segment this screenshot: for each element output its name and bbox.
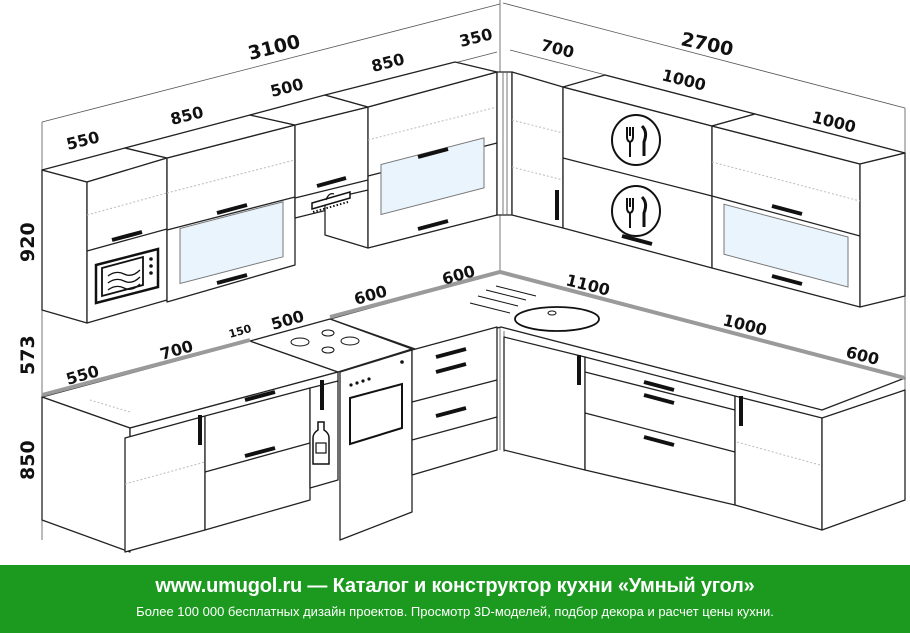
glass-panel: [723, 203, 849, 288]
oven-icon: [349, 360, 404, 446]
dim-upper-350: 350: [457, 24, 494, 51]
handle: [244, 390, 276, 402]
dim-height-850: 850: [17, 440, 39, 480]
dim-height-920: 920: [17, 222, 39, 262]
microwave-icon: [94, 247, 160, 305]
dim-upper-850: 850: [168, 102, 205, 129]
dim-upper-1000: 1000: [660, 65, 708, 94]
handle: [643, 435, 675, 447]
dim-base-150: 150: [227, 322, 253, 341]
handle: [417, 219, 449, 231]
handle: [216, 203, 248, 215]
cooker-hood-icon: [311, 191, 351, 213]
handle: [771, 204, 803, 216]
cutlery-icon: [611, 114, 661, 166]
hob-icon: [290, 329, 360, 354]
dim-upper-850b: 850: [369, 49, 406, 76]
handle: [435, 347, 467, 359]
dim-upper-500: 500: [268, 74, 305, 101]
handle: [621, 234, 653, 246]
footer-subtitle: Более 100 000 бесплатных дизайн проектов…: [136, 604, 774, 619]
handle: [435, 362, 467, 374]
handle: [316, 176, 347, 188]
sink-icon: [469, 285, 600, 332]
handle: [111, 230, 143, 242]
cutlery-icon: [611, 185, 661, 237]
upper-cabinets-right: [496, 71, 906, 308]
handle: [771, 274, 803, 286]
glass-panel: [179, 201, 284, 285]
dim-height-573: 573: [17, 335, 39, 375]
bottle-icon: [312, 421, 330, 465]
dim-upper-550: 550: [64, 127, 101, 154]
handle: [417, 147, 449, 159]
handle: [643, 380, 675, 392]
handle: [643, 393, 675, 405]
upper-cabinets-left: [41, 61, 498, 324]
dim-3100: 3100: [246, 31, 303, 65]
dim-upper-700: 700: [539, 35, 576, 62]
kitchen-drawing: 3100 2700 550 850 500 850 350 700 1000 1…: [17, 0, 906, 553]
footer-title[interactable]: www.umugol.ru — Каталог и конструктор ку…: [155, 575, 755, 597]
footer-banner: www.umugol.ru — Каталог и конструктор ку…: [0, 565, 910, 633]
handle: [244, 446, 276, 458]
base-cabinets: [41, 269, 906, 553]
handle: [216, 273, 248, 285]
handle: [435, 406, 467, 418]
